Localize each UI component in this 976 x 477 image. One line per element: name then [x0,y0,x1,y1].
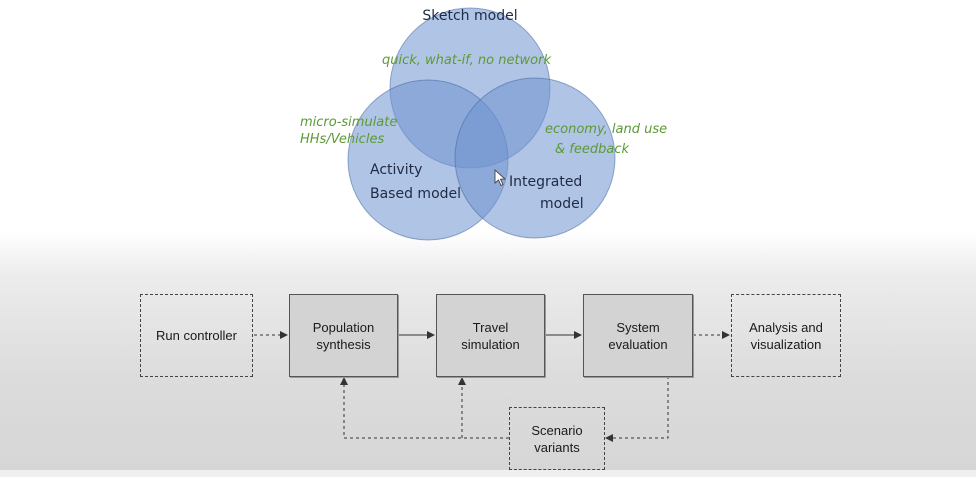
integrated-model-note-line1: economy, land use [545,122,668,137]
activity-model-note-line1: micro-simulate [300,115,398,130]
population-synthesis-box: Population synthesis [289,294,398,377]
activity-model-title-line2: Based model [370,186,462,202]
cursor-icon [494,168,507,187]
arrow-evaluation-to-scenario [605,376,669,442]
integrated-model-title-line1: Integrated [509,174,583,190]
activity-model-title-line1: Activity [370,162,423,178]
bottom-strip [0,470,976,477]
arrow-scenario-to-population [340,377,509,439]
integrated-model-title-line2: model [540,196,584,212]
activity-model-note-line2: HHs/Vehicles [300,132,385,147]
system-evaluation-box: System evaluation [583,294,693,377]
venn-circles [347,7,616,241]
integrated-model-note-line2: & feedback [555,142,629,157]
scenario-variants-box: Scenario variants [509,407,605,470]
analysis-visualization-box: Analysis and visualization [731,294,841,377]
venn-circle-integrated [454,77,616,239]
sketch-model-title: Sketch model [422,8,518,24]
run-controller-box: Run controller [140,294,253,377]
venn-diagram: Sketch model quick, what-if, no network … [300,7,668,241]
travel-simulation-box: Travel simulation [436,294,545,377]
sketch-model-note: quick, what-if, no network [382,53,552,68]
